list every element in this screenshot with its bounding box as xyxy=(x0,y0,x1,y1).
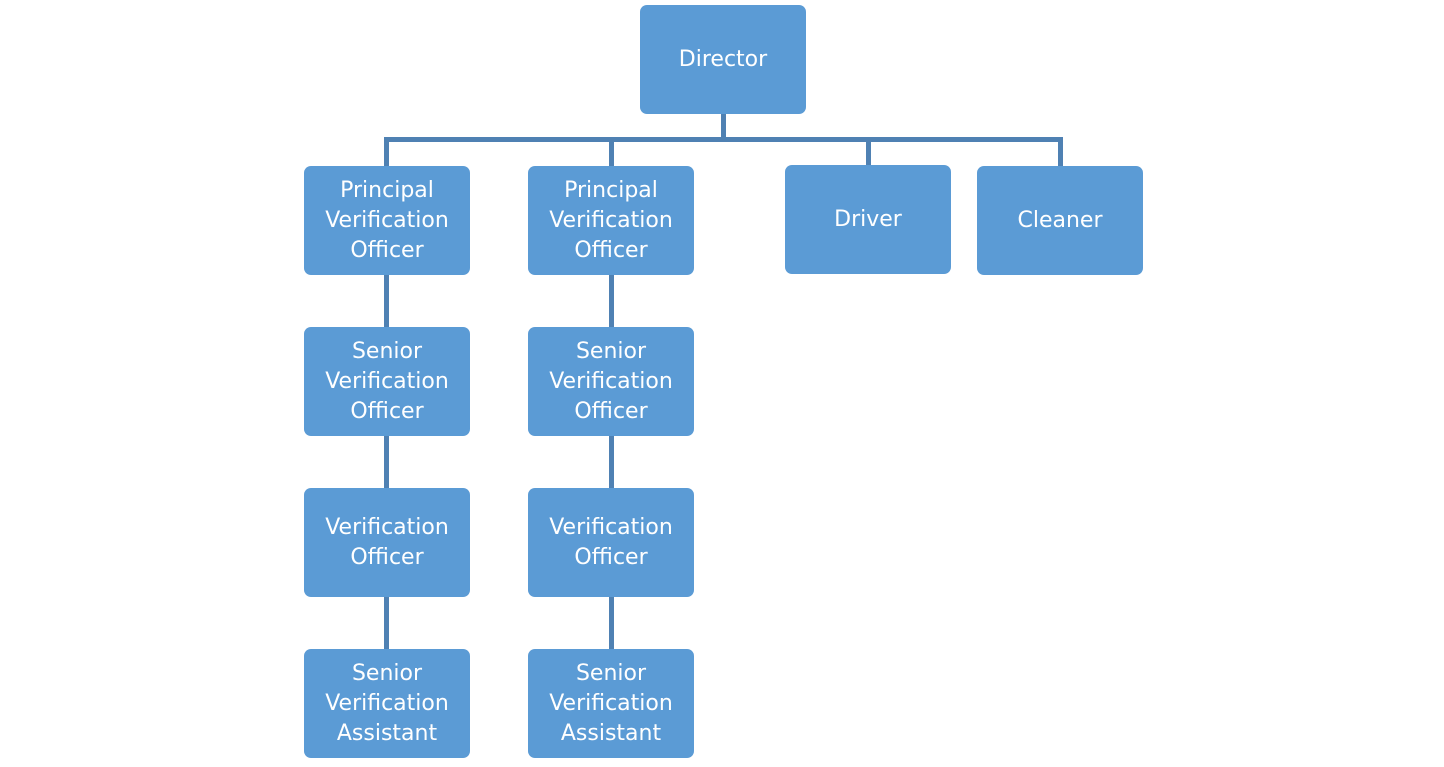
connector-horizontal-bar xyxy=(384,137,1063,142)
node-principal-verification-officer-2: Principal Verification Officer xyxy=(528,166,694,275)
node-label: Senior Verification Officer xyxy=(325,338,449,424)
node-label: Director xyxy=(678,46,768,72)
connector-director-stem xyxy=(721,114,726,139)
node-verification-officer-1: Verification Officer xyxy=(304,488,470,597)
node-label: Senior Verification Assistant xyxy=(549,660,673,746)
connector-col1-level2 xyxy=(384,436,389,488)
node-label: Principal Verification Officer xyxy=(549,177,673,263)
node-director: Director xyxy=(640,5,806,114)
connector-col1-level1 xyxy=(384,275,389,327)
node-verification-officer-2: Verification Officer xyxy=(528,488,694,597)
node-label: Cleaner xyxy=(1017,207,1103,233)
node-senior-verification-assistant-2: Senior Verification Assistant xyxy=(528,649,694,758)
connector-drop-col2 xyxy=(609,137,614,166)
node-label: Verification Officer xyxy=(549,514,673,570)
connector-drop-driver xyxy=(866,137,871,166)
node-label: Verification Officer xyxy=(325,514,449,570)
connector-drop-col1 xyxy=(384,137,389,166)
node-label: Senior Verification Officer xyxy=(549,338,673,424)
node-senior-verification-officer-2: Senior Verification Officer xyxy=(528,327,694,436)
connector-col1-level3 xyxy=(384,597,389,649)
node-driver: Driver xyxy=(785,165,951,274)
node-label: Senior Verification Assistant xyxy=(325,660,449,746)
connector-col2-level1 xyxy=(609,275,614,327)
node-senior-verification-assistant-1: Senior Verification Assistant xyxy=(304,649,470,758)
node-label: Driver xyxy=(834,206,902,232)
node-label: Principal Verification Officer xyxy=(325,177,449,263)
node-senior-verification-officer-1: Senior Verification Officer xyxy=(304,327,470,436)
node-principal-verification-officer-1: Principal Verification Officer xyxy=(304,166,470,275)
connector-drop-cleaner xyxy=(1058,137,1063,166)
node-cleaner: Cleaner xyxy=(977,166,1143,275)
connector-col2-level2 xyxy=(609,436,614,488)
connector-col2-level3 xyxy=(609,597,614,649)
